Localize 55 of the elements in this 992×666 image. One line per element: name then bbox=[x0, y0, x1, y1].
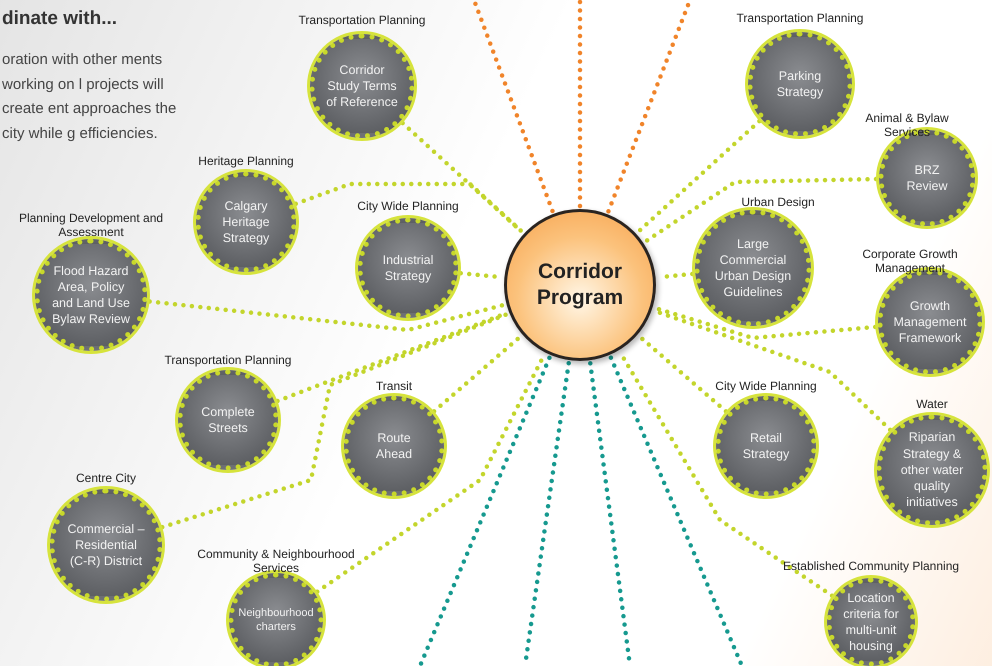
department-label: Community & Neighbourhood Services bbox=[196, 548, 356, 576]
dotted-connector bbox=[637, 334, 728, 414]
heading: dinate with... bbox=[2, 8, 118, 30]
topic-circle bbox=[344, 396, 444, 496]
dotted-connector bbox=[432, 334, 523, 414]
topic-text: Growth Management Framework bbox=[893, 298, 967, 346]
department-label: Planning Development and Assessment bbox=[18, 212, 164, 240]
hub-title: Corridor Program bbox=[536, 258, 624, 311]
topic-text: Industrial Strategy bbox=[382, 252, 434, 284]
department-label: Animal & Bylaw Services bbox=[864, 112, 950, 140]
topic-text: Location criteria for multi-unit housing bbox=[842, 590, 900, 654]
topic-circle bbox=[695, 210, 811, 326]
topic-text: Commercial – Residential (C-R) District bbox=[66, 520, 146, 570]
department-label: Established Community Planning bbox=[782, 560, 960, 574]
topic-text: Complete Streets bbox=[200, 404, 256, 436]
department-label: City Wide Planning bbox=[715, 380, 817, 394]
dotted-connector bbox=[644, 176, 878, 244]
topic-text: Corridor Study Terms of Reference bbox=[325, 62, 399, 110]
topic-text: Riparian Strategy & other water quality initiatives bbox=[900, 429, 964, 511]
dotted-connector bbox=[147, 299, 506, 332]
topic-circle bbox=[716, 396, 816, 496]
department-label: Heritage Planning bbox=[198, 155, 294, 169]
department-label: Transportation Planning bbox=[736, 12, 864, 26]
dotted-connector bbox=[472, 0, 555, 214]
dotted-connector bbox=[636, 118, 762, 234]
dotted-connector bbox=[608, 355, 744, 666]
topic-circle bbox=[196, 172, 296, 272]
topic-text: Large Commercial Urban Design Guidelines bbox=[714, 236, 792, 300]
topic-circle bbox=[229, 573, 323, 666]
department-label: Transportation Planning bbox=[298, 14, 426, 28]
topic-circle bbox=[178, 370, 278, 470]
topic-circle bbox=[827, 578, 915, 666]
topic-text: Retail Strategy bbox=[742, 430, 790, 462]
topic-circle bbox=[748, 32, 852, 136]
dotted-connector bbox=[578, 0, 582, 208]
topic-text: Calgary Heritage Strategy bbox=[221, 198, 271, 246]
topic-text: Route Ahead bbox=[374, 430, 414, 462]
topic-text: Neighbourhood charters bbox=[237, 606, 315, 634]
dotted-connector bbox=[294, 182, 524, 234]
dotted-connector bbox=[606, 0, 692, 214]
topic-text: Parking Strategy bbox=[776, 68, 824, 100]
department-label: City Wide Planning bbox=[357, 200, 459, 214]
topic-text: Flood Hazard Area, Policy and Land Use Bylaw Review bbox=[51, 262, 131, 328]
department-label: Centre City bbox=[76, 472, 136, 486]
department-label: Corporate Growth Management bbox=[861, 248, 959, 276]
topic-text: BRZ Review bbox=[905, 162, 948, 194]
intro-paragraph: oration with other ments working on l projects will create ent approaches the city while g efficiencies. bbox=[2, 50, 178, 144]
department-label: Transportation Planning bbox=[164, 354, 292, 368]
dotted-connector bbox=[160, 312, 509, 530]
department-label: Water bbox=[916, 398, 948, 412]
dotted-connector bbox=[418, 356, 552, 666]
department-label: Urban Design bbox=[741, 196, 815, 210]
topic-circle bbox=[310, 34, 414, 138]
department-label: Transit bbox=[376, 380, 412, 394]
topic-circle bbox=[358, 218, 458, 318]
